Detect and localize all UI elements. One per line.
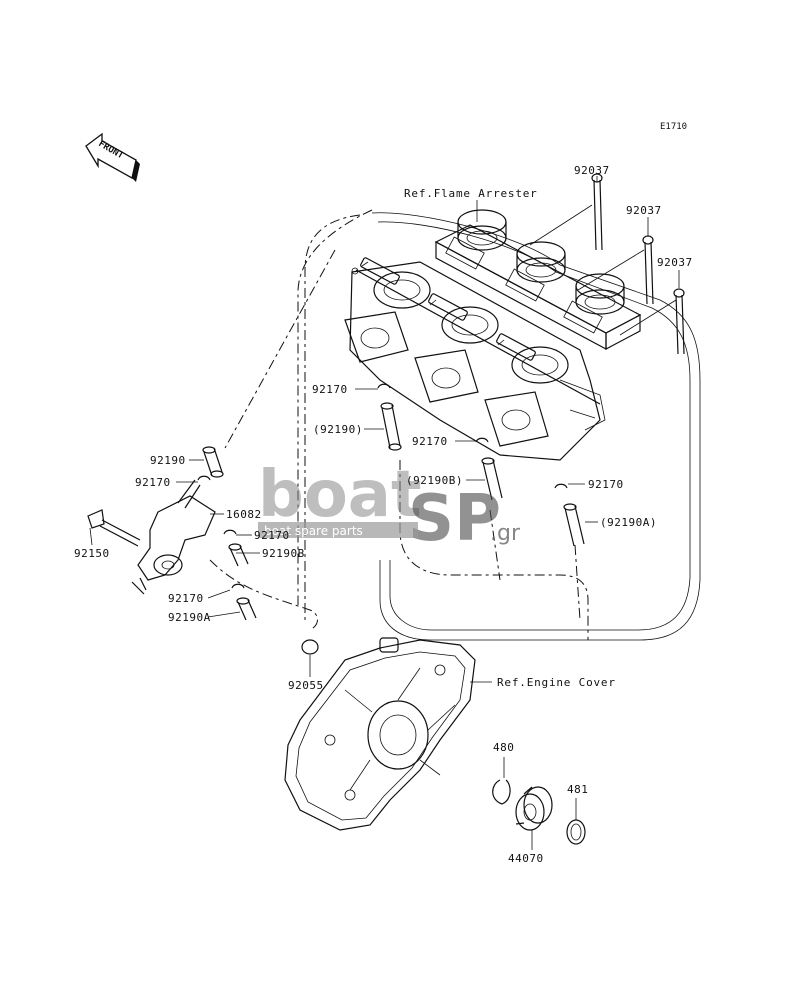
leader-lines: [89, 176, 680, 850]
label-pump: 16082: [226, 508, 262, 521]
ref-engine-cover: Ref.Engine Cover: [497, 676, 616, 689]
hose-routing-lines: [209, 209, 701, 641]
o-ring: [301, 639, 319, 655]
label-hose-a-left: 92190A: [168, 611, 211, 624]
label-hose-b-mid: (92190B): [406, 474, 463, 487]
label-screw: 92150: [74, 547, 110, 560]
watermark-brand-b: SP: [408, 482, 501, 556]
label-clamp-top-left: 92170: [312, 383, 348, 396]
throttle-body-assembly: [344, 257, 606, 461]
label-clamp-top-mid: 92170: [412, 435, 448, 448]
label-seal: 481: [567, 783, 588, 796]
label-circlip: 480: [493, 741, 514, 754]
label-bolt-c: 92037: [657, 256, 693, 269]
upper-hoses: [377, 383, 585, 547]
watermark-tagline: boat spare parts: [264, 524, 363, 538]
label-hose-a-right: (92190A): [600, 516, 657, 529]
label-bearing: 44070: [508, 852, 544, 865]
label-clamp-left: 92170: [135, 476, 171, 489]
diagram-code: E1710: [660, 122, 687, 132]
left-pump-assembly: [87, 446, 257, 621]
label-hose-left: 92190: [150, 454, 186, 467]
label-hose-top-left: (92190): [313, 423, 363, 436]
part-labels: Ref.Flame Arrester Ref.Engine Cover 9203…: [74, 164, 693, 865]
label-clamp-left-low: 92170: [168, 592, 204, 605]
intake-manifold: [434, 209, 642, 351]
label-o-ring: 92055: [288, 679, 324, 692]
label-bolt-a: 92037: [574, 164, 610, 177]
label-hose-b-left: 92190B: [262, 547, 305, 560]
watermark-logo: boat SP .gr boat spare parts: [258, 458, 521, 556]
watermark-brand-a: boat: [258, 458, 422, 532]
watermark-suffix: .gr: [490, 521, 521, 546]
label-bolt-b: 92037: [626, 204, 662, 217]
label-clamp-left-mid: 92170: [254, 529, 290, 542]
front-arrow-icon: FRONT: [85, 132, 140, 182]
label-clamp-top-right: 92170: [588, 478, 624, 491]
bearing-parts: [492, 779, 586, 845]
engine-cover: [284, 637, 476, 831]
ref-flame-arrester: Ref.Flame Arrester: [404, 187, 538, 200]
